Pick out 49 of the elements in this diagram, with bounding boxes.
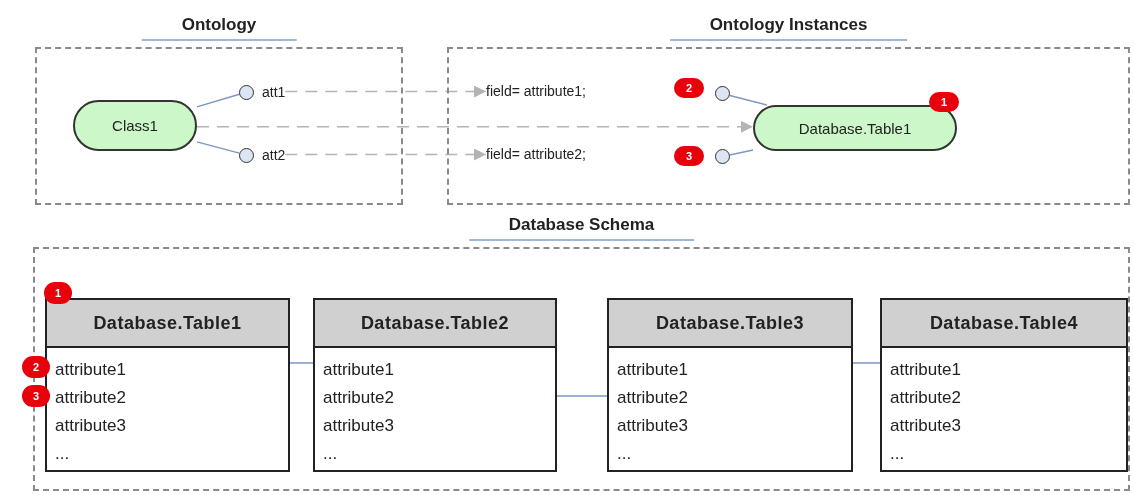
connector-line: [289, 362, 314, 364]
connector-line: [729, 149, 754, 156]
attribute-text: attribute1: [322, 359, 395, 381]
callout-number: 1: [44, 282, 72, 304]
group-title: Database Schema: [468, 215, 695, 241]
table-box: [313, 298, 557, 472]
connector-line: [196, 141, 240, 154]
attribute-text: attribute3: [322, 415, 395, 437]
attribute-text: ...: [322, 443, 339, 465]
table-box: [880, 298, 1128, 472]
dashed-arrow: [284, 148, 487, 161]
field-text: field= attribute1;: [486, 83, 586, 99]
attribute-label: att1: [262, 84, 286, 100]
table-header: Database.Table1: [47, 300, 288, 348]
connector-line: [196, 93, 241, 108]
rounded-class-node: Class1: [73, 100, 197, 151]
dashed-arrow: [284, 85, 487, 98]
callout-number: 1: [929, 92, 959, 112]
callout-number: 3: [22, 385, 50, 407]
attribute-text: attribute1: [889, 359, 962, 381]
attribute-label: att2: [262, 147, 286, 163]
table-box: [607, 298, 853, 472]
table-header: Database.Table3: [609, 300, 851, 348]
group-title: Ontology Instances: [669, 15, 908, 41]
dashed-arrow: [196, 120, 754, 133]
field-text: field= attribute2;: [486, 146, 586, 162]
attribute-text: attribute1: [54, 359, 127, 381]
table-header: Database.Table4: [882, 300, 1126, 348]
group-title: Ontology: [141, 15, 297, 41]
attribute-text: attribute3: [54, 415, 127, 437]
attribute-text: attribute3: [616, 415, 689, 437]
attribute-text: attribute2: [54, 387, 127, 409]
attribute-text: attribute2: [889, 387, 962, 409]
attribute-text: attribute3: [889, 415, 962, 437]
attribute-text: ...: [54, 443, 71, 465]
callout-number: 3: [674, 146, 704, 166]
attribute-text: ...: [889, 443, 906, 465]
callout-number: 2: [674, 78, 704, 98]
connector-line: [729, 94, 768, 106]
attribute-text: attribute2: [616, 387, 689, 409]
callout-number: 2: [22, 356, 50, 378]
rounded-class-node: Database.Table1: [753, 105, 957, 151]
connector-line: [852, 362, 881, 364]
attribute-text: attribute2: [322, 387, 395, 409]
table-box: [45, 298, 290, 472]
attribute-text: ...: [616, 443, 633, 465]
attribute-text: attribute1: [616, 359, 689, 381]
table-header: Database.Table2: [315, 300, 555, 348]
connector-line: [556, 395, 608, 397]
